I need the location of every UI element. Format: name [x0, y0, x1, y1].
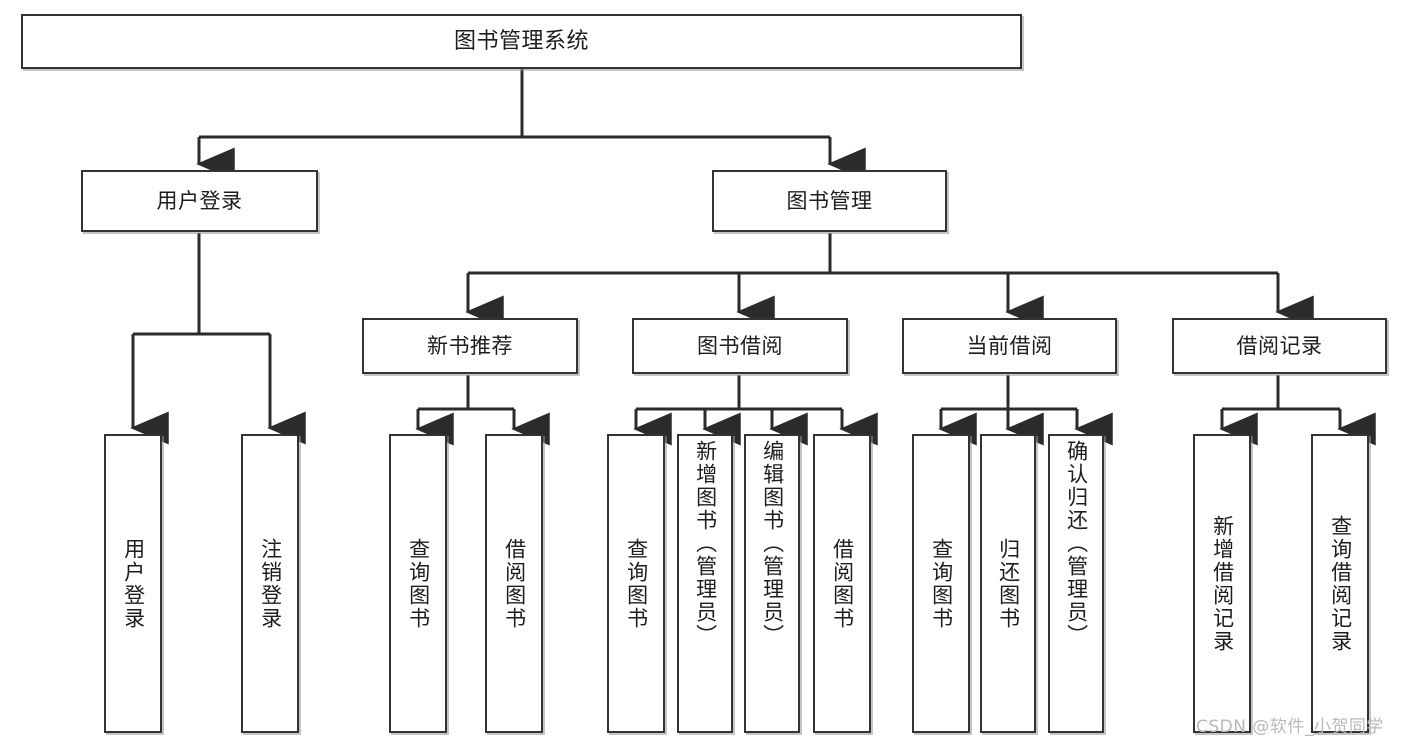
node-new-book-recommend[interactable]: 新书推荐 [362, 318, 578, 374]
leaf-borrow-book-newbook[interactable]: 借阅图书 [485, 434, 543, 733]
node-label: 用户登录 [156, 188, 243, 213]
leaf-edit-book-admin[interactable]: 编辑图书（管理员） [744, 434, 800, 733]
leaf-label: 确认归还（管理员） [1064, 440, 1089, 647]
leaf-add-borrow-record[interactable]: 新增借阅记录 [1193, 434, 1251, 733]
leaf-label: 用户登录 [121, 537, 146, 630]
leaf-label: 查询图书 [929, 537, 954, 630]
leaf-label: 归还图书 [996, 537, 1021, 630]
leaf-label: 借阅图书 [502, 537, 527, 630]
leaf-label: 查询图书 [624, 537, 649, 630]
leaf-query-book-borrow[interactable]: 查询图书 [607, 434, 665, 733]
node-label: 借阅记录 [1236, 333, 1323, 358]
leaf-confirm-return-admin[interactable]: 确认归还（管理员） [1048, 434, 1104, 733]
leaf-add-book-admin[interactable]: 新增图书（管理员） [677, 434, 733, 733]
leaf-label: 查询借阅记录 [1328, 514, 1353, 653]
leaf-query-book-current[interactable]: 查询图书 [912, 434, 970, 733]
node-label: 当前借阅 [966, 333, 1053, 358]
node-label: 新书推荐 [427, 333, 513, 358]
leaf-query-book-newbook[interactable]: 查询图书 [389, 434, 447, 733]
leaf-label: 注销登录 [258, 537, 283, 630]
leaf-label: 新增图书（管理员） [693, 440, 718, 647]
leaf-query-borrow-record[interactable]: 查询借阅记录 [1311, 434, 1369, 733]
leaf-label: 查询图书 [406, 537, 431, 630]
node-current-borrow[interactable]: 当前借阅 [902, 318, 1117, 374]
node-user-login[interactable]: 用户登录 [81, 170, 318, 232]
node-borrow-record[interactable]: 借阅记录 [1172, 318, 1387, 374]
watermark: CSDN @软件_小贺同学 [1196, 717, 1384, 737]
leaf-logout-login[interactable]: 注销登录 [241, 434, 299, 733]
node-label: 图书管理系统 [453, 28, 589, 54]
node-book-borrow[interactable]: 图书借阅 [632, 318, 848, 374]
node-label: 图书借阅 [697, 333, 783, 358]
leaf-label: 编辑图书（管理员） [760, 440, 785, 647]
leaf-borrow-book-borrow[interactable]: 借阅图书 [813, 434, 871, 733]
node-book-management[interactable]: 图书管理 [712, 170, 947, 232]
leaf-return-book[interactable]: 归还图书 [980, 434, 1036, 733]
node-book-management-system[interactable]: 图书管理系统 [21, 14, 1022, 69]
leaf-user-login[interactable]: 用户登录 [104, 434, 162, 733]
leaf-label: 借阅图书 [830, 537, 855, 630]
leaf-label: 新增借阅记录 [1210, 514, 1235, 653]
node-label: 图书管理 [786, 188, 873, 213]
